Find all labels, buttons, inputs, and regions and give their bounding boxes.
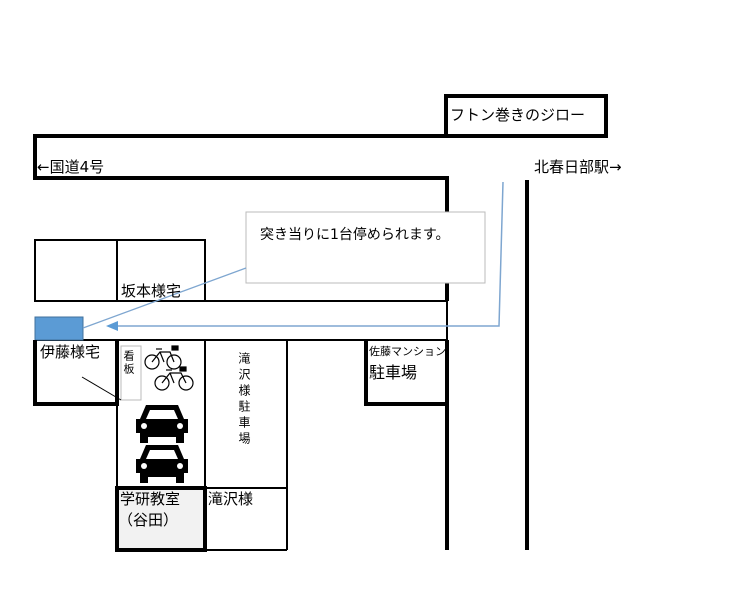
bicycle-icon <box>144 345 182 370</box>
bicycle-icon <box>154 366 194 391</box>
takizawa-label: 滝沢様 <box>208 490 254 508</box>
top-houses <box>34 239 206 302</box>
sato-parking-label: 駐車場 <box>369 363 418 382</box>
route-arrow <box>115 181 504 327</box>
sato-parking <box>364 340 447 406</box>
gakken-building <box>115 486 207 552</box>
parking-spot <box>34 316 84 341</box>
ito-label: 伊藤様宅 <box>40 343 101 361</box>
callout-box <box>245 211 486 284</box>
route4-label: ←国道4号 <box>37 158 105 176</box>
alley <box>35 300 448 341</box>
futon-shop-label: フトン巻きのジロー <box>450 106 586 124</box>
signboard-label: 看板 <box>122 350 135 376</box>
car-icon <box>136 405 188 443</box>
sakamoto-label: 坂本様宅 <box>121 282 182 300</box>
signboard-pointer <box>81 376 122 401</box>
callout-pointer <box>82 267 247 329</box>
gakken-sub-label: （谷田） <box>118 511 179 529</box>
takizawa-parking-label: 滝沢様駐車場 <box>237 352 251 448</box>
gakken-label: 学研教室 <box>120 490 181 508</box>
ito-house <box>33 340 119 406</box>
signboard-box <box>120 345 142 401</box>
callout-text: 突き当りに1台停められます。 <box>260 227 450 243</box>
sato-mansion-label: 佐藤マンション <box>369 345 446 358</box>
car-icon <box>136 445 188 483</box>
arrow-head <box>106 321 118 331</box>
station-label: 北春日部駅→ <box>534 158 622 176</box>
